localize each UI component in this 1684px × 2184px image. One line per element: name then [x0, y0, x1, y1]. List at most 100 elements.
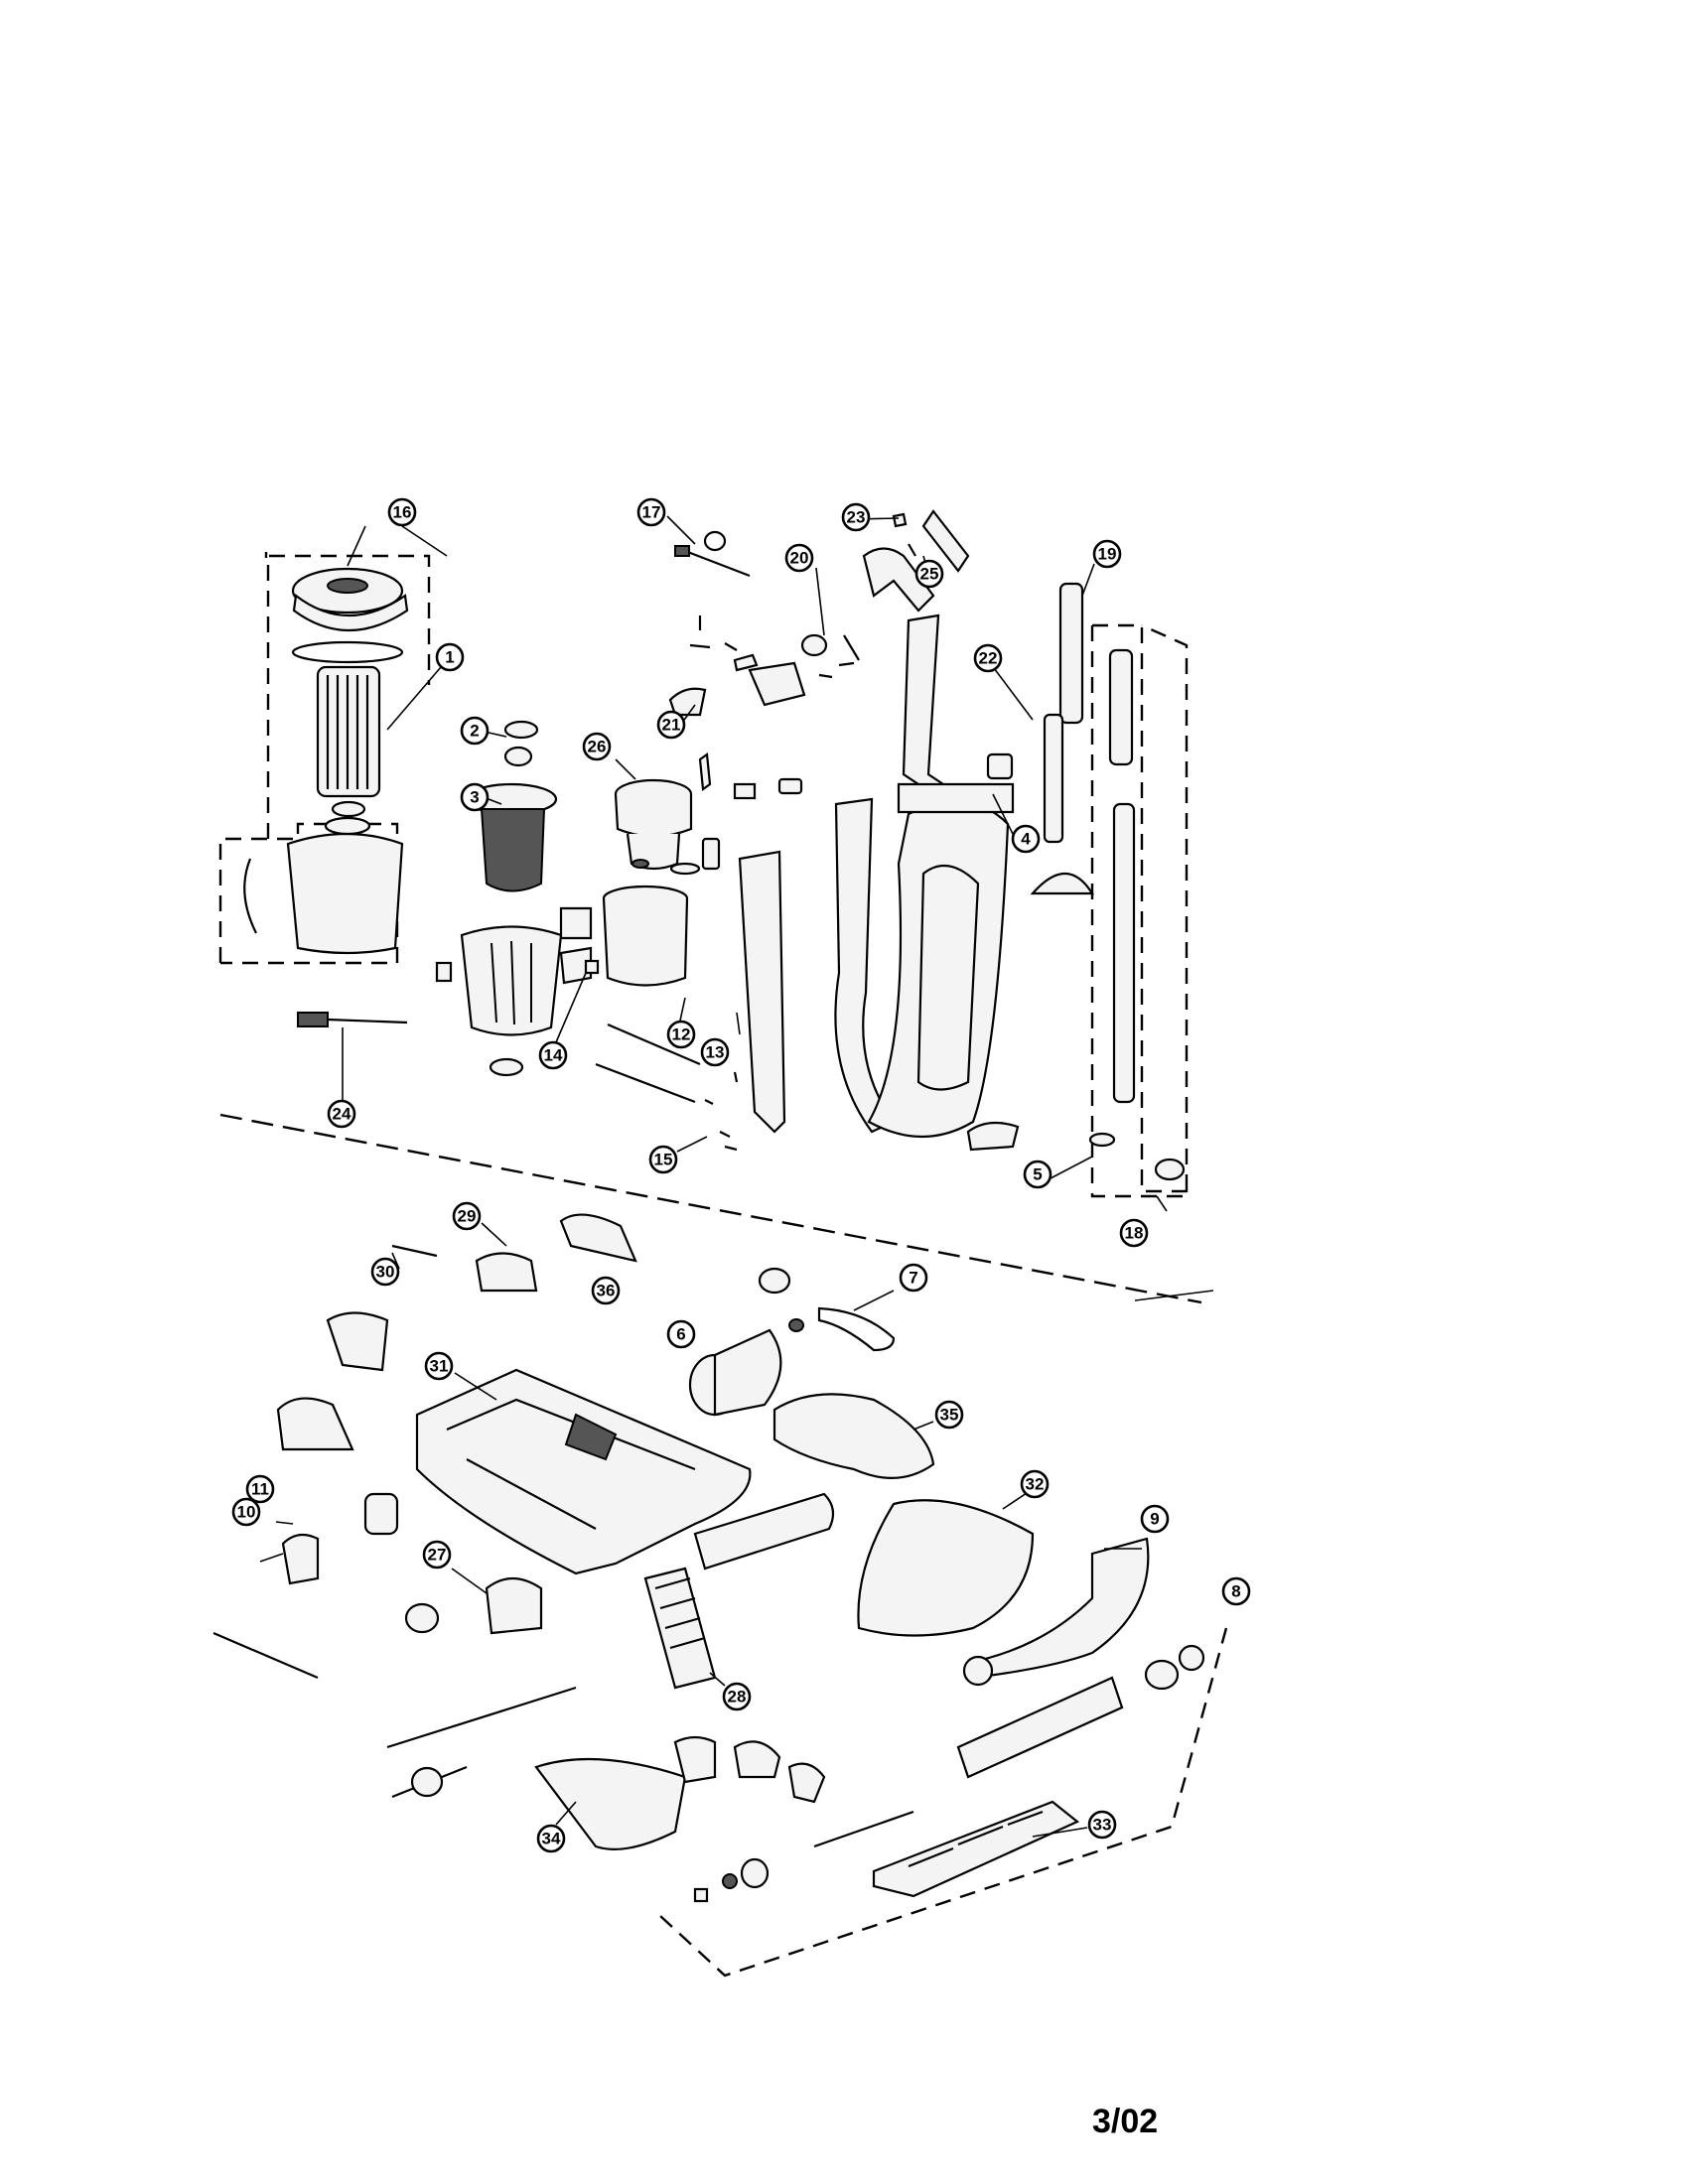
rod-parts [584, 959, 739, 1152]
callout-1: 1 [435, 642, 465, 672]
callout-label: 23 [847, 508, 866, 527]
wand-holder-part [738, 850, 786, 1134]
motor-pulley-part [688, 1267, 804, 1417]
screw-30-part [391, 1244, 438, 1258]
callout-label: 5 [1033, 1165, 1042, 1184]
callout-label: 12 [672, 1025, 691, 1044]
bottom-plate-part [872, 1800, 1080, 1898]
hose-assembly-bracket [1090, 623, 1189, 1198]
wheel-5-part [1088, 1132, 1116, 1148]
callout-label: 28 [728, 1688, 747, 1706]
callout-label: 9 [1150, 1510, 1159, 1529]
callout-18: 18 [1119, 1218, 1149, 1248]
callout-label: 2 [470, 722, 479, 741]
callout-label: 30 [376, 1263, 395, 1282]
brushroll-bracket [659, 1627, 1228, 1978]
dirt-cup-part [243, 816, 404, 955]
callout-label: 13 [706, 1043, 725, 1062]
upright-body-part [834, 782, 1015, 1138]
callout-label: 8 [1231, 1582, 1240, 1601]
callout-5: 5 [1023, 1160, 1052, 1189]
callout-13: 13 [700, 1037, 730, 1067]
hose-28-part [643, 1567, 717, 1690]
callout-28: 28 [722, 1682, 752, 1711]
agitator-part [693, 1492, 835, 1570]
crevice-tool-part [297, 1012, 408, 1027]
callout-31: 31 [424, 1351, 454, 1381]
callout-30: 30 [370, 1257, 400, 1287]
callout-label: 10 [237, 1503, 256, 1522]
callout-22: 22 [973, 643, 1003, 673]
callout-8: 8 [1221, 1576, 1251, 1606]
callout-2: 2 [460, 716, 490, 746]
bumper-9-part [962, 1537, 1150, 1687]
callout-label: 1 [445, 648, 454, 667]
callout-label: 22 [979, 649, 998, 668]
callout-16: 16 [387, 497, 417, 527]
callout-6: 6 [666, 1319, 696, 1349]
page-date-code: 3/02 [1092, 2103, 1159, 2140]
callout-label: 4 [1021, 830, 1031, 849]
callout-4: 4 [1011, 824, 1041, 854]
callout-15: 15 [648, 1145, 678, 1174]
motor-part [614, 778, 693, 871]
dirt-cup-lid-part [291, 567, 409, 632]
callout-12: 12 [666, 1020, 696, 1049]
wand-tube-part [986, 582, 1084, 844]
callout-label: 7 [909, 1269, 917, 1288]
callout-label: 21 [662, 716, 681, 735]
callout-34: 34 [536, 1824, 566, 1853]
callout-label: 35 [940, 1406, 959, 1425]
callout-33: 33 [1087, 1810, 1117, 1840]
callout-26: 26 [582, 732, 612, 761]
hose-part [1108, 648, 1186, 1181]
callout-label: 6 [676, 1325, 685, 1344]
callout-label: 34 [542, 1830, 561, 1848]
callout-label: 25 [920, 565, 939, 584]
swivel-part [485, 1576, 543, 1635]
dirt-cup-assembly-bracket [218, 552, 431, 965]
callout-label: 18 [1125, 1224, 1144, 1243]
callout-label: 24 [333, 1105, 351, 1124]
callout-label: 26 [588, 738, 607, 756]
callout-25: 25 [914, 559, 944, 589]
callout-3: 3 [460, 782, 490, 812]
callout-11: 11 [245, 1474, 275, 1504]
wheel-part [212, 1492, 440, 1680]
callout-20: 20 [784, 543, 814, 573]
callout-35: 35 [934, 1400, 964, 1430]
cord-hook-part [1030, 872, 1094, 895]
callout-label: 11 [251, 1480, 269, 1499]
side-cover-part [276, 1311, 389, 1451]
foot-pedal-part [966, 1121, 1020, 1152]
callout-label: 29 [458, 1207, 477, 1226]
callout-32: 32 [1020, 1469, 1050, 1499]
belt-part [817, 1306, 896, 1352]
handle-switch-part [668, 633, 860, 717]
callout-19: 19 [1092, 539, 1122, 569]
callout-label: 33 [1093, 1816, 1112, 1835]
callout-label: 3 [470, 788, 479, 807]
callout-23: 23 [841, 502, 871, 532]
callout-label: 14 [544, 1046, 563, 1065]
callout-label: 20 [790, 549, 809, 568]
hose-adapter-part [475, 1252, 538, 1293]
callout-29: 29 [452, 1201, 482, 1231]
lid-gasket-part [291, 640, 404, 664]
section-divider [219, 1113, 1202, 1304]
callout-36: 36 [591, 1276, 621, 1305]
callout-27: 27 [422, 1540, 452, 1570]
callout-9: 9 [1140, 1504, 1170, 1534]
nozzle-cover-part [559, 1213, 637, 1263]
callout-21: 21 [656, 710, 686, 740]
link-parts [673, 1735, 826, 1804]
callout-label: 36 [597, 1282, 616, 1300]
base-housing-part [415, 1368, 752, 1575]
hood-part [772, 1393, 935, 1479]
callout-label: 19 [1098, 545, 1117, 564]
callout-label: 17 [642, 503, 661, 522]
callout-label: 16 [393, 503, 412, 522]
base-bottom-34-part [386, 1686, 687, 1850]
small-hardware-parts [689, 615, 803, 800]
callout-17: 17 [636, 497, 666, 527]
